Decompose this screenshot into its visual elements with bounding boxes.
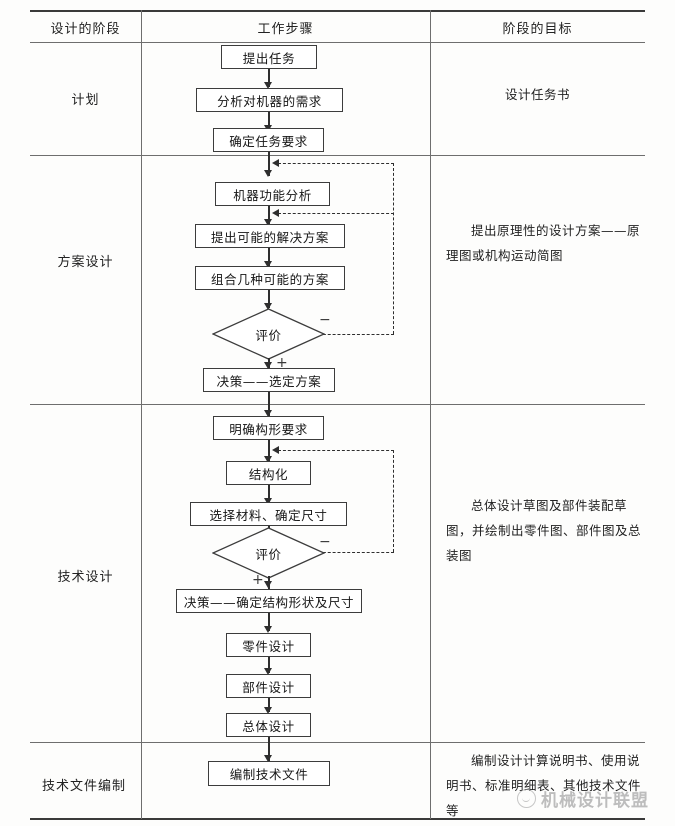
flow-box-combine-solutions[interactable]: 组合几种可能的方案 bbox=[195, 266, 345, 290]
table-top-border bbox=[30, 10, 645, 12]
connector-scheme-2 bbox=[268, 248, 270, 266]
column-divider-2 bbox=[430, 10, 431, 819]
stage-label-plan: 计划 bbox=[71, 93, 100, 108]
flow-box-machine-function-analysis[interactable]: 机器功能分析 bbox=[215, 182, 330, 206]
feedback-scheme-bottom-horizontal bbox=[318, 334, 394, 335]
connector-plan-2 bbox=[268, 112, 270, 130]
feedback-scheme-vertical bbox=[393, 163, 394, 334]
arrowhead-technical-4 bbox=[264, 581, 273, 588]
feedback-technical-top-horizontal bbox=[278, 450, 394, 451]
row-divider-3 bbox=[30, 742, 645, 743]
flow-box-possible-solutions[interactable]: 提出可能的解决方案 bbox=[195, 224, 345, 248]
feedback-scheme-mid-horizontal bbox=[278, 213, 394, 214]
scheme-negative-sign: − bbox=[319, 312, 331, 328]
arrowhead-feedback-scheme-mid bbox=[272, 209, 279, 217]
flow-box-overall-design[interactable]: 总体设计 bbox=[226, 713, 311, 737]
connector-technical-6 bbox=[268, 657, 270, 673]
arrowhead-scheme-2 bbox=[264, 261, 273, 268]
column-divider-1 bbox=[141, 10, 142, 819]
flow-box-structuring[interactable]: 结构化 bbox=[226, 461, 311, 485]
header-bottom-rule bbox=[30, 42, 645, 43]
arrowhead-technical-7 bbox=[264, 707, 273, 714]
table-bottom-border bbox=[30, 818, 645, 820]
arrowhead-plan-1 bbox=[264, 82, 273, 89]
goal-text-scheme: 提出原理性的设计方案——原理图或机构运动简图 bbox=[446, 223, 641, 263]
row-divider-2 bbox=[30, 404, 645, 405]
header-stage: 设计的阶段 bbox=[50, 22, 121, 37]
flow-box-compile-documents[interactable]: 编制技术文件 bbox=[208, 761, 330, 786]
connector-scheme-1 bbox=[268, 206, 270, 224]
arrowhead-technical-8 bbox=[264, 755, 273, 762]
watermark-text: 机械设计联盟 bbox=[541, 791, 649, 811]
flow-box-analyze-demand[interactable]: 分析对机器的需求 bbox=[196, 88, 343, 112]
flow-box-decision-select-scheme[interactable]: 决策——选定方案 bbox=[203, 368, 335, 392]
stage-label-technical: 技术设计 bbox=[57, 570, 114, 585]
watermark: 机械设计联盟 bbox=[517, 786, 649, 811]
flow-box-decision-structure-size[interactable]: 决策——确定结构形状及尺寸 bbox=[176, 589, 362, 613]
flow-box-component-design[interactable]: 部件设计 bbox=[226, 674, 311, 698]
arrowhead-feedback-technical bbox=[272, 446, 279, 454]
arrowhead-scheme-5 bbox=[264, 410, 273, 417]
flow-box-propose-task[interactable]: 提出任务 bbox=[221, 45, 317, 69]
flow-decision-technical-label: 评价 bbox=[255, 546, 282, 562]
arrowhead-technical-6 bbox=[264, 668, 273, 675]
arrowhead-feedback-scheme-top bbox=[272, 159, 279, 167]
goal-text-plan: 设计任务书 bbox=[504, 87, 570, 102]
connector-technical-7 bbox=[268, 698, 270, 712]
connector-technical-5 bbox=[268, 613, 270, 631]
connector-plan-1 bbox=[268, 69, 270, 87]
arrowhead-technical-5 bbox=[264, 626, 273, 633]
header-goal: 阶段的目标 bbox=[502, 22, 573, 37]
connector-technical-1 bbox=[268, 440, 270, 462]
arrowhead-technical-1 bbox=[264, 456, 273, 463]
feedback-technical-vertical bbox=[393, 450, 394, 552]
arrowhead-scheme-3 bbox=[264, 303, 273, 310]
connector-scheme-5 bbox=[268, 392, 270, 416]
flow-decision-scheme[interactable]: 评价 bbox=[211, 308, 326, 360]
connector-scheme-3 bbox=[268, 290, 270, 308]
watermark-logo-icon bbox=[517, 789, 536, 808]
goal-text-technical: 总体设计草图及部件装配草图，并绘制出零件图、部件图及总装图 bbox=[446, 498, 642, 563]
arrowhead-plan-3 bbox=[264, 170, 273, 177]
arrowhead-technical-2 bbox=[264, 498, 273, 505]
feedback-scheme-top-horizontal bbox=[278, 163, 394, 164]
flow-box-part-design[interactable]: 零件设计 bbox=[226, 633, 311, 657]
flow-box-material-dimensions[interactable]: 选择材料、确定尺寸 bbox=[190, 502, 347, 526]
header-steps: 工作步骤 bbox=[257, 22, 314, 37]
stage-label-document: 技术文件编制 bbox=[41, 779, 126, 794]
technical-positive-sign: + bbox=[252, 572, 264, 588]
goal-text-document: 编制设计计算说明书、使用说明书、标准明细表、其他技术文件等 bbox=[446, 753, 642, 818]
connector-technical-8 bbox=[268, 737, 270, 761]
flow-decision-technical[interactable]: 评价 bbox=[211, 527, 326, 579]
connector-technical-2 bbox=[268, 485, 270, 503]
row-divider-1 bbox=[30, 155, 645, 156]
arrowhead-scheme-1 bbox=[264, 219, 273, 226]
technical-negative-sign: − bbox=[319, 534, 331, 550]
flow-box-shape-requirements[interactable]: 明确构形要求 bbox=[213, 416, 324, 440]
stage-label-scheme: 方案设计 bbox=[57, 255, 114, 270]
scheme-positive-sign: + bbox=[276, 355, 288, 371]
flow-decision-scheme-label: 评价 bbox=[255, 327, 282, 343]
feedback-technical-bottom-horizontal bbox=[318, 552, 394, 553]
connector-plan-3 bbox=[268, 152, 270, 176]
flow-box-define-requirements[interactable]: 确定任务要求 bbox=[213, 128, 324, 152]
arrowhead-scheme-4 bbox=[264, 362, 273, 369]
